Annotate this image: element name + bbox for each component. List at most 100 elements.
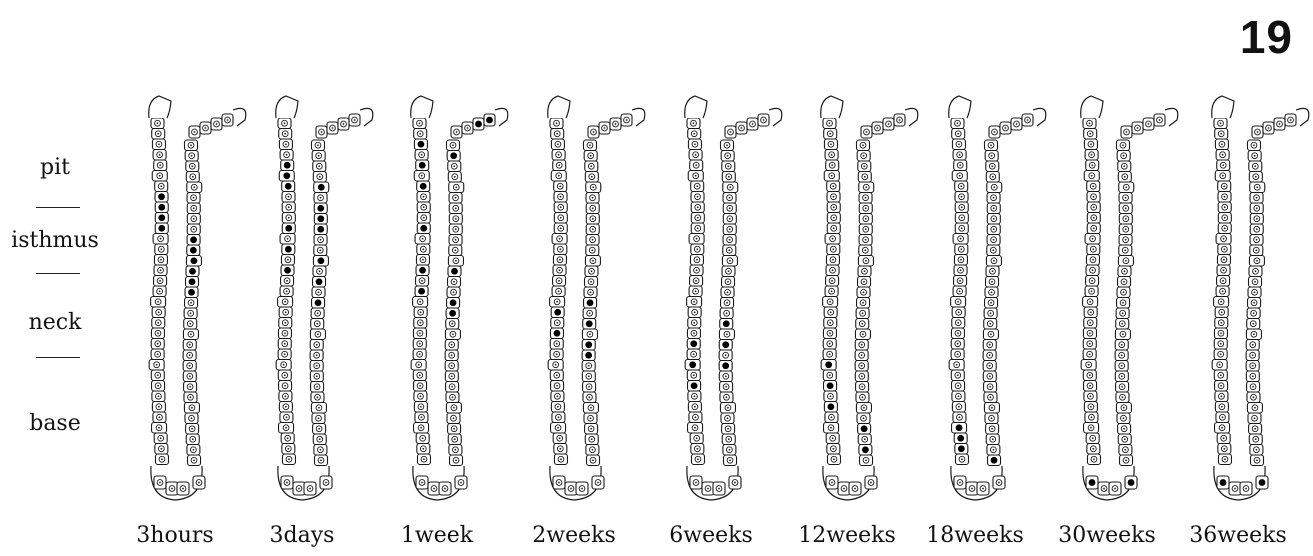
nucleolus [864,249,866,251]
nucleolus [1091,154,1093,156]
labeled-nucleus [418,141,425,148]
nucleolus [1224,196,1226,198]
nucleolus [1089,385,1091,387]
nucleolus [958,143,960,145]
nucleolus [865,207,867,209]
labeled-nucleus [722,362,729,369]
nucleolus [960,259,962,261]
labeled-nucleus [285,246,292,253]
pit-arm-tip [1165,108,1178,126]
nucleolus [1255,449,1257,451]
nucleolus [451,375,453,377]
nucleolus [556,374,558,376]
nucleolus [696,437,698,439]
labeled-nucleus [158,225,165,232]
nucleolus [318,417,320,419]
nucleolus [191,165,193,167]
nucleolus [1222,154,1224,156]
pit-arm-tip [632,108,645,126]
nucleolus [865,459,867,461]
nucleolus [189,386,191,388]
nucleolus [1093,196,1095,198]
nucleolus [423,217,425,219]
nucleolus [556,322,558,324]
nucleolus [559,185,561,187]
nucleolus [1016,123,1018,125]
time-label-6weeks: 6weeks [651,525,771,547]
nucleolus [829,374,831,376]
nucleolus [1256,197,1258,199]
nucleolus [1091,416,1093,418]
labeled-nucleus [956,424,963,431]
nucleolus [1148,123,1150,125]
nucleolus [693,133,695,135]
nucleolus [960,238,962,240]
nucleolus [318,165,320,167]
nucleolus [696,448,698,450]
nucleolus [421,416,423,418]
nucleolus [991,281,993,283]
nucleolus [559,238,561,240]
nucleolus [1224,227,1226,229]
nucleolus [1093,217,1095,219]
nucleolus [316,354,318,356]
nucleolus [832,448,834,450]
nucleolus [193,186,195,188]
nucleolus [956,364,958,366]
nucleolus [325,482,327,484]
nucleolus [286,280,288,282]
nucleolus [205,127,207,129]
nucleolus [693,322,695,324]
nucleolus [592,186,594,188]
nucleolus [157,322,159,324]
time-label-3days: 3days [242,525,362,547]
nucleolus [728,249,730,251]
nucleolus [581,488,583,490]
nucleolus [832,259,834,261]
nucleolus [159,280,161,282]
nucleolus [189,365,191,367]
nucleolus [831,164,833,166]
nucleolus [1223,238,1225,240]
nucleolus [990,302,992,304]
labeled-nucleus [189,268,196,275]
nucleolus [729,260,731,262]
nucleolus [831,416,833,418]
nucleolus [1088,364,1090,366]
pit-arm-tip [360,108,373,126]
nucleolus [1092,448,1094,450]
nucleolus [1125,197,1127,199]
nucleolus [1222,290,1224,292]
nucleolus [191,407,193,409]
nucleolus [422,248,424,250]
nucleolus [626,119,628,121]
nucleolus [159,290,161,292]
nucleolus [829,122,831,124]
nucleolus [171,488,173,490]
nucleolus [284,374,286,376]
nucleolus [725,375,727,377]
nucleolus [957,133,959,135]
nucleolus [994,131,996,133]
nucleolus [990,312,992,314]
time-label-36weeks: 36weeks [1178,525,1298,547]
nucleolus [696,248,698,250]
labeled-nucleus [827,382,834,389]
nucleolus [589,312,591,314]
nucleolus [286,154,288,156]
labeled-nucleus [190,236,197,243]
labeled-nucleus [418,288,425,295]
nucleolus [899,119,901,121]
gland-diagram [0,0,1313,520]
nucleolus [1125,459,1127,461]
nucleolus [190,144,192,146]
nucleolus [734,482,736,484]
nucleolus [354,119,356,121]
nucleolus [190,333,192,335]
labeled-nucleus [317,226,324,233]
nucleolus [726,396,728,398]
nucleolus [317,312,319,314]
nucleolus [1220,301,1222,303]
nucleolus [990,396,992,398]
nucleolus [1223,437,1225,439]
